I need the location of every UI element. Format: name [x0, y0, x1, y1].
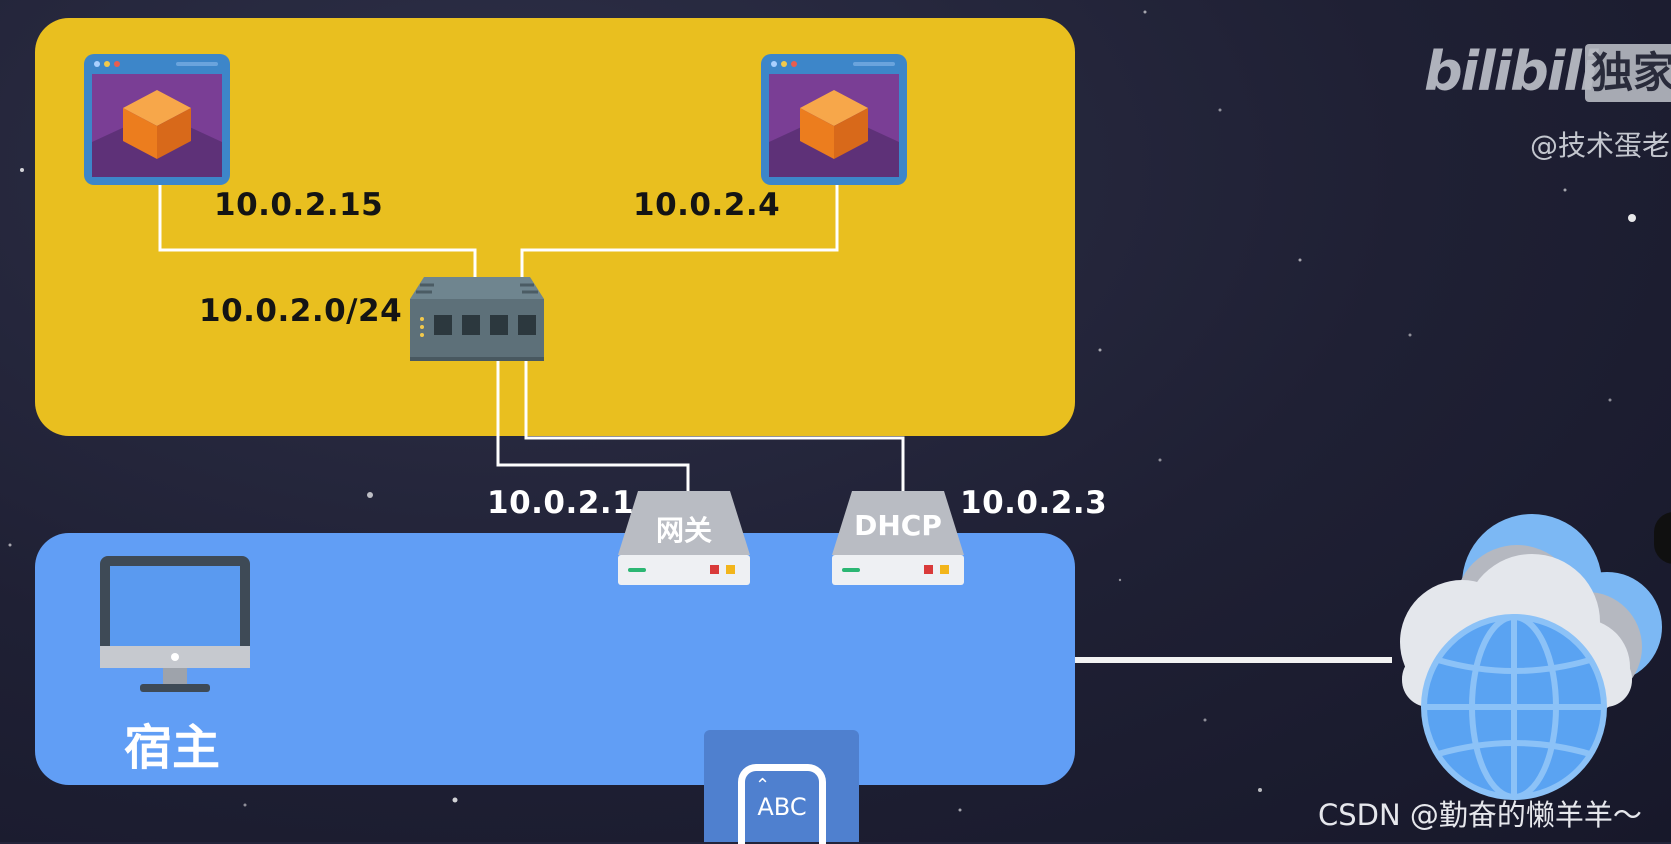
- wire-switch-gateway: [496, 358, 690, 493]
- gateway-server: 网关: [618, 491, 750, 585]
- wire-vm1-switch: [158, 185, 477, 278]
- csdn-watermark: CSDN @勤奋的懒羊羊～: [1318, 798, 1642, 832]
- bilibili-logo: bilibili: [1424, 40, 1598, 103]
- subnet-label: 10.0.2.0/24: [199, 293, 403, 329]
- network-switch-icon: [410, 277, 544, 361]
- edge-overlay-button[interactable]: [1654, 512, 1671, 564]
- ime-toggle-button[interactable]: ⌃ ABC: [704, 730, 859, 844]
- ime-label: ABC: [757, 793, 807, 821]
- dhcp-label: DHCP: [854, 509, 942, 542]
- bilibili-exclusive-badge: 独家: [1585, 44, 1671, 102]
- host-label: 宿主: [124, 720, 221, 776]
- keyboard-ime-icon: ⌃ ABC: [738, 764, 826, 844]
- virtual-machine-icon: [761, 54, 907, 185]
- desktop-monitor-icon: [100, 556, 250, 692]
- server-icon: [832, 491, 964, 585]
- wire-switch-dhcp: [524, 358, 905, 493]
- uploader-watermark: @技术蛋老: [1530, 129, 1671, 162]
- virtual-machine-icon: [84, 54, 230, 185]
- dhcp-ip-label: 10.0.2.3: [960, 485, 1108, 521]
- vm1-ip-label: 10.0.2.15: [214, 187, 384, 223]
- caret-up-icon: ⌃: [755, 775, 771, 796]
- server-icon: [618, 491, 750, 585]
- internet-cloud-icon: [1400, 514, 1662, 800]
- gateway-label: 网关: [655, 514, 712, 547]
- globe-icon: [1421, 614, 1607, 800]
- gateway-ip-label: 10.0.2.1: [487, 485, 635, 521]
- vm2-ip-label: 10.0.2.4: [633, 187, 781, 223]
- wire-vm2-switch: [520, 185, 839, 278]
- dhcp-server: DHCP: [832, 491, 964, 585]
